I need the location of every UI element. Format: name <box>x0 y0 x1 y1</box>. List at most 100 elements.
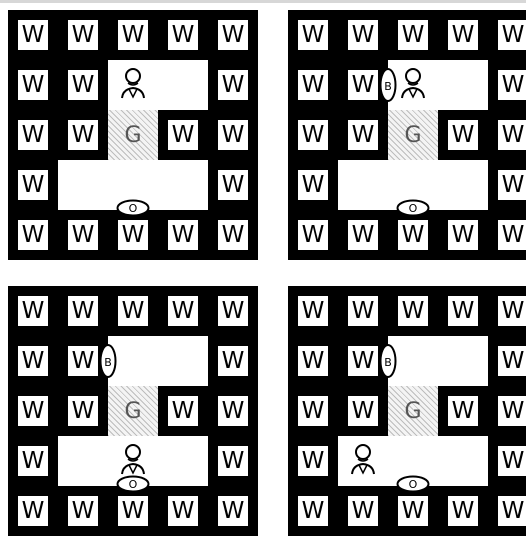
wall-tile: W <box>108 486 158 536</box>
goal-label: G <box>124 123 141 148</box>
target-icon: O <box>116 475 150 493</box>
wall-label: W <box>68 396 98 426</box>
wall-label: W <box>18 70 48 100</box>
wall-tile: W <box>158 386 208 436</box>
floor-tile <box>158 160 208 210</box>
wall-label: W <box>298 170 328 200</box>
svg-text:O: O <box>129 202 138 215</box>
wall-tile: W <box>488 436 526 486</box>
wall-tile: W <box>208 60 258 110</box>
box-icon: B <box>99 343 117 379</box>
wall-label: W <box>448 396 478 426</box>
target-icon: O <box>396 475 430 493</box>
wall-tile: W <box>158 486 208 536</box>
svg-text:B: B <box>384 80 392 93</box>
wall-label: W <box>448 296 478 326</box>
wall-tile: W <box>338 10 388 60</box>
goal-tile: G <box>108 386 158 436</box>
wall-label: W <box>68 296 98 326</box>
wall-tile: W <box>208 486 258 536</box>
target-icon: O <box>396 199 430 217</box>
wall-label: W <box>68 70 98 100</box>
wall-label: W <box>218 446 248 476</box>
wall-tile: W <box>388 210 438 260</box>
wall-tile: W <box>58 210 108 260</box>
wall-tile: W <box>208 210 258 260</box>
wall-tile: W <box>288 10 338 60</box>
svg-text:B: B <box>104 356 112 369</box>
wall-label: W <box>348 220 378 250</box>
wall-tile: W <box>438 386 488 436</box>
wall-tile: W <box>488 60 526 110</box>
wall-label: W <box>168 220 198 250</box>
wall-label: W <box>498 220 526 250</box>
wall-label: W <box>498 496 526 526</box>
wall-label: W <box>298 120 328 150</box>
wall-label: W <box>498 70 526 100</box>
wall-label: W <box>18 170 48 200</box>
wall-tile: W <box>108 210 158 260</box>
wall-tile: W <box>8 336 58 386</box>
wall-label: W <box>118 220 148 250</box>
goal-label: G <box>124 399 141 424</box>
goal-tile: G <box>388 110 438 160</box>
wall-label: W <box>118 496 148 526</box>
wall-tile: W <box>388 486 438 536</box>
wall-tile: W <box>288 386 338 436</box>
wall-label: W <box>18 496 48 526</box>
wall-label: W <box>18 120 48 150</box>
wall-tile: W <box>158 110 208 160</box>
floor-tile <box>158 436 208 486</box>
wall-tile: W <box>158 10 208 60</box>
goal-label: G <box>404 399 421 424</box>
wall-tile: W <box>8 210 58 260</box>
wall-label: W <box>298 70 328 100</box>
wall-tile: W <box>208 436 258 486</box>
wall-label: W <box>298 20 328 50</box>
wall-label: W <box>168 496 198 526</box>
wall-label: W <box>398 496 428 526</box>
wall-label: W <box>218 296 248 326</box>
wall-label: W <box>218 20 248 50</box>
floor-tile <box>58 436 108 486</box>
wall-label: W <box>498 446 526 476</box>
svg-text:B: B <box>384 356 392 369</box>
wall-label: W <box>68 120 98 150</box>
wall-label: W <box>498 346 526 376</box>
wall-tile: W <box>8 110 58 160</box>
floor-tile <box>158 336 208 386</box>
wall-tile: W <box>58 110 108 160</box>
wall-label: W <box>448 120 478 150</box>
wall-label: W <box>68 20 98 50</box>
floor-tile <box>58 160 108 210</box>
wall-label: W <box>348 496 378 526</box>
target-icon: O <box>116 199 150 217</box>
wall-tile: W <box>288 436 338 486</box>
wall-tile: W <box>8 486 58 536</box>
wall-tile: W <box>8 10 58 60</box>
goal-tile: G <box>108 110 158 160</box>
box-icon: B <box>379 343 397 379</box>
wall-label: W <box>348 346 378 376</box>
wall-label: W <box>448 496 478 526</box>
wall-tile: W <box>8 436 58 486</box>
wall-label: W <box>18 346 48 376</box>
wall-tile: W <box>58 10 108 60</box>
wall-label: W <box>298 496 328 526</box>
wall-tile: W <box>8 386 58 436</box>
wall-tile: W <box>288 336 338 386</box>
wall-tile: W <box>338 486 388 536</box>
box-icon: B <box>379 67 397 103</box>
wall-tile: W <box>208 286 258 336</box>
wall-tile: W <box>438 210 488 260</box>
wall-label: W <box>398 20 428 50</box>
wall-label: W <box>498 20 526 50</box>
wall-tile: W <box>158 210 208 260</box>
wall-label: W <box>298 296 328 326</box>
wall-label: W <box>348 296 378 326</box>
wall-tile: W <box>488 486 526 536</box>
wall-tile: W <box>488 110 526 160</box>
wall-tile: W <box>488 10 526 60</box>
wall-label: W <box>298 446 328 476</box>
